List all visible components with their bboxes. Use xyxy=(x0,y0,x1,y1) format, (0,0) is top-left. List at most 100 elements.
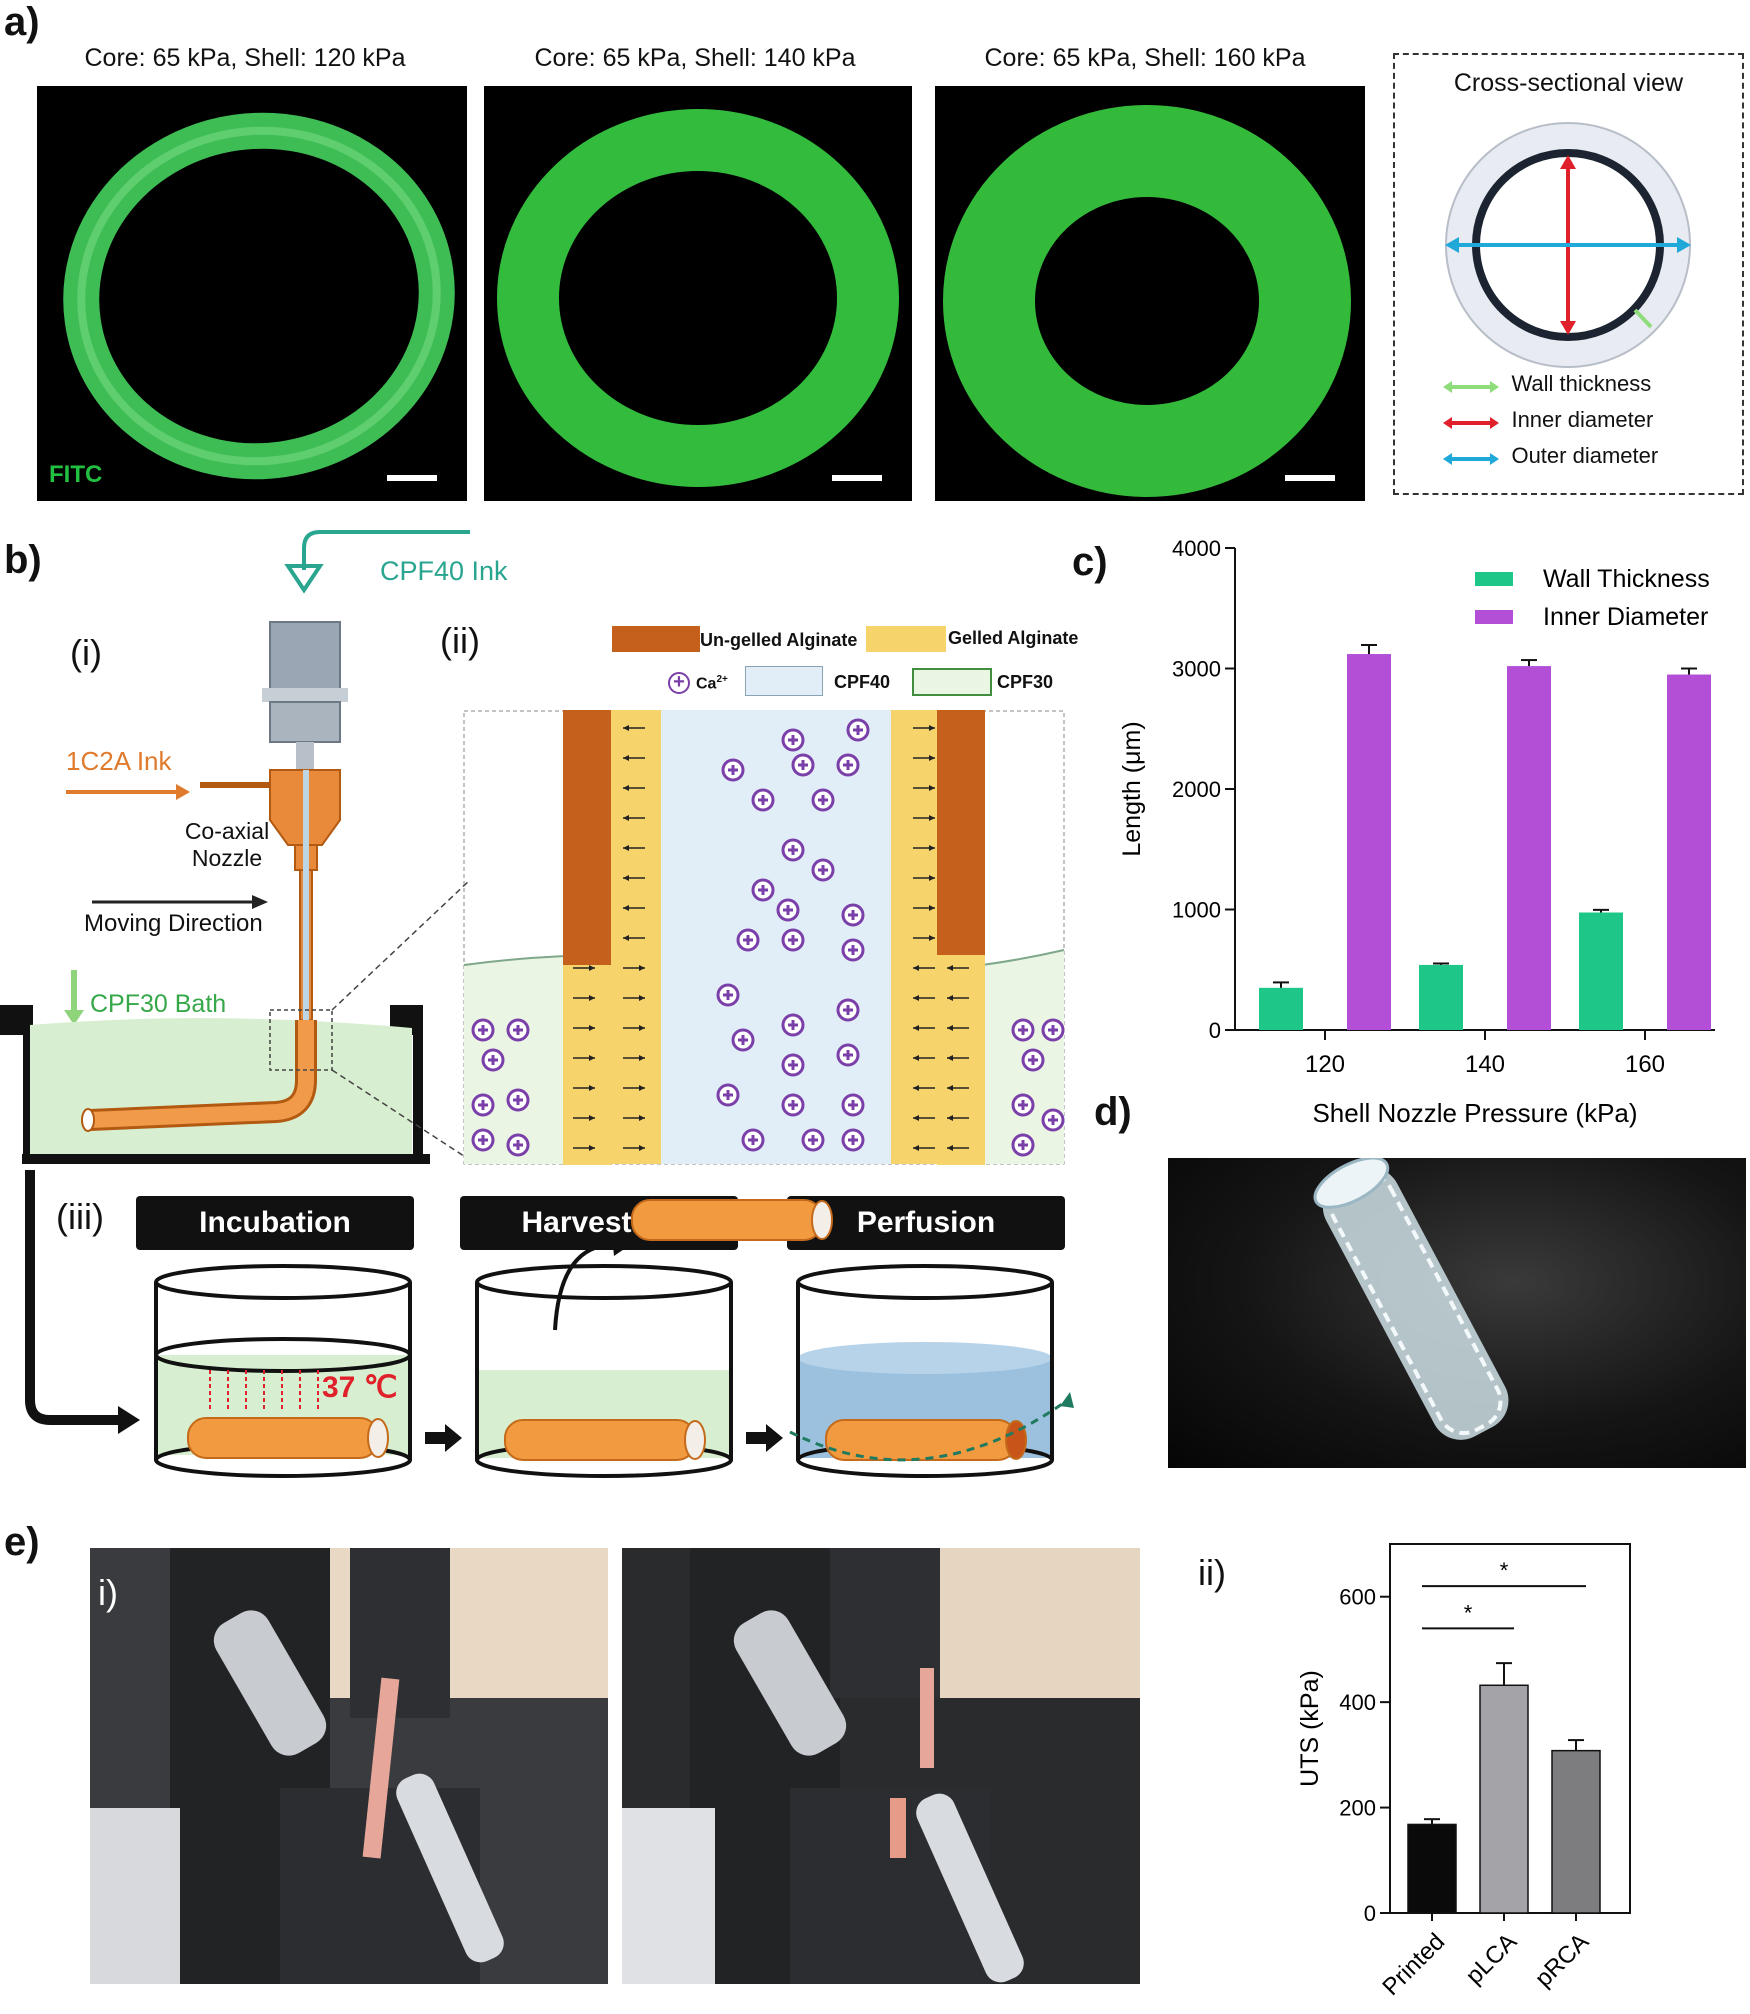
legend-inner-diameter-label: Inner diameter xyxy=(1511,407,1654,432)
coaxial-nozzle-label: Co-axial Nozzle xyxy=(172,818,282,872)
y-axis-label: Length (μm) xyxy=(1118,721,1146,856)
diffusion-arrowhead xyxy=(929,815,935,821)
significance-star: * xyxy=(1500,1558,1509,1583)
diffusion-arrowhead xyxy=(589,995,595,1001)
moving-direction-label: Moving Direction xyxy=(84,910,263,937)
legend-swatch-cpf40 xyxy=(745,666,823,696)
gelation-schematic xyxy=(463,710,1065,1165)
scale-bar xyxy=(387,475,437,481)
stage-incubation: Incubation xyxy=(136,1196,414,1250)
diffusion-arrowhead xyxy=(639,995,645,1001)
y-tick-label: 400 xyxy=(1339,1690,1376,1715)
x-tick-label: Printed xyxy=(1377,1928,1450,2001)
fluorescence-image-140 xyxy=(484,86,912,501)
sub-label-e-i: i) xyxy=(98,1572,118,1613)
y-tick-label: 1000 xyxy=(1172,898,1221,923)
diffusion-arrowhead xyxy=(913,1145,919,1151)
ca-ions xyxy=(471,718,1065,1157)
ca-ion-icon: + xyxy=(668,672,690,694)
cross-section-diagram xyxy=(1445,122,1691,368)
x-axis-label: Shell Nozzle Pressure (kPa) xyxy=(1312,1098,1637,1128)
legend-ca-sup: 2+ xyxy=(716,674,728,685)
diffusion-arrowhead xyxy=(913,1085,919,1091)
panel-label-b: b) xyxy=(4,538,42,582)
legend-cpf30-label: CPF30 xyxy=(997,672,1054,692)
x-tick-label: 160 xyxy=(1625,1051,1665,1078)
diffusion-arrowhead xyxy=(947,1085,953,1091)
diffusion-arrowhead xyxy=(913,995,919,1001)
diffusion-arrowhead xyxy=(913,1025,919,1031)
cross-section-box: Cross-sectional view Wall thickness Inne… xyxy=(1393,53,1744,495)
image-title-160: Core: 65 kPa, Shell: 160 kPa xyxy=(984,44,1306,72)
y-tick-label: 3000 xyxy=(1172,657,1221,682)
legend-label: Inner Diameter xyxy=(1543,603,1708,631)
legend-wall-thickness-label: Wall thickness xyxy=(1511,371,1652,396)
legend-label: Wall Thickness xyxy=(1543,565,1710,593)
cross-section-title: Cross-sectional view xyxy=(1453,69,1684,97)
bar-inner-diameter xyxy=(1347,654,1391,1030)
sub-label-b-ii: (ii) xyxy=(440,620,480,661)
coaxial-nozzle-line1: Co-axial xyxy=(184,818,270,844)
y-axis-label: UTS (kPa) xyxy=(1296,1670,1324,1787)
cpf40-ink-label: CPF40 Ink xyxy=(380,556,508,586)
bar-wall-thickness xyxy=(1579,912,1623,1030)
bar-wall-thickness xyxy=(1259,987,1303,1030)
legend-swatch-ungelled xyxy=(612,626,700,652)
fluorescence-image-160 xyxy=(935,86,1365,501)
diffusion-arrowhead xyxy=(589,1055,595,1061)
scale-bar xyxy=(1285,475,1335,481)
diffusion-arrowhead xyxy=(929,845,935,851)
diffusion-arrowhead xyxy=(623,905,629,911)
y-tick-label: 200 xyxy=(1339,1796,1376,1821)
legend-swatch-gelled xyxy=(866,626,946,652)
diffusion-arrowhead xyxy=(623,815,629,821)
diffusion-arrowhead xyxy=(639,965,645,971)
y-tick-label: 0 xyxy=(1209,1018,1221,1043)
y-tick-label: 4000 xyxy=(1172,536,1221,561)
legend-ca-label: Ca2+ xyxy=(696,674,728,693)
tensile-test-photo: i) xyxy=(90,1548,1140,1984)
bar-plca xyxy=(1479,1684,1529,1914)
legend-outer-diameter-label: Outer diameter xyxy=(1511,443,1659,468)
legend-swatch-cpf30 xyxy=(912,668,992,696)
diffusion-arrowhead xyxy=(947,1145,953,1151)
diffusion-arrowhead xyxy=(947,1025,953,1031)
panel-label-d: d) xyxy=(1094,1090,1132,1134)
significance-star: * xyxy=(1464,1600,1473,1625)
x-tick-label: pRCA xyxy=(1530,1928,1594,1992)
diffusion-arrowhead xyxy=(929,725,935,731)
panel-label-c: c) xyxy=(1072,540,1108,584)
bar-printed xyxy=(1407,1823,1457,1914)
cpf30-bath-label: CPF30 Bath xyxy=(90,990,227,1018)
diffusion-arrowhead xyxy=(623,725,629,731)
bar-inner-diameter xyxy=(1507,666,1551,1030)
diffusion-arrowhead xyxy=(929,755,935,761)
diffusion-arrowhead xyxy=(947,1055,953,1061)
sub-label-b-iii: (iii) xyxy=(56,1196,104,1237)
legend-ungelled-label: Un-gelled Alginate xyxy=(700,630,858,650)
diffusion-arrowhead xyxy=(623,935,629,941)
diffusion-arrowhead xyxy=(589,1085,595,1091)
post-processing-illustration xyxy=(25,1170,1074,1478)
printed-tube-photo xyxy=(1168,1158,1746,1468)
diffusion-arrowhead xyxy=(623,845,629,851)
diffusion-arrowhead xyxy=(639,1085,645,1091)
legend-gelled-label: Gelled Alginate xyxy=(948,628,1079,648)
legend-outer-diameter: Outer diameter xyxy=(1443,443,1658,469)
diffusion-arrowhead xyxy=(639,1115,645,1121)
panel-label-a: a) xyxy=(4,0,40,44)
legend-cpf40-label: CPF40 xyxy=(834,672,891,692)
diffusion-arrowhead xyxy=(929,935,935,941)
ca-ions-layer xyxy=(463,710,1065,1165)
stage-perfusion: Perfusion xyxy=(787,1196,1065,1250)
image-title-140: Core: 65 kPa, Shell: 140 kPa xyxy=(534,44,856,72)
bar-wall-thickness xyxy=(1419,964,1463,1030)
diffusion-arrowhead xyxy=(623,755,629,761)
temperature-label: 37 ℃ xyxy=(322,1371,398,1404)
diffusion-arrowhead xyxy=(947,995,953,1001)
fitc-label: FITC xyxy=(49,461,103,488)
diffusion-arrowhead xyxy=(913,1115,919,1121)
y-tick-label: 600 xyxy=(1339,1585,1376,1610)
legend-swatch xyxy=(1475,572,1513,586)
legend-inner-diameter: Inner diameter xyxy=(1443,407,1653,433)
